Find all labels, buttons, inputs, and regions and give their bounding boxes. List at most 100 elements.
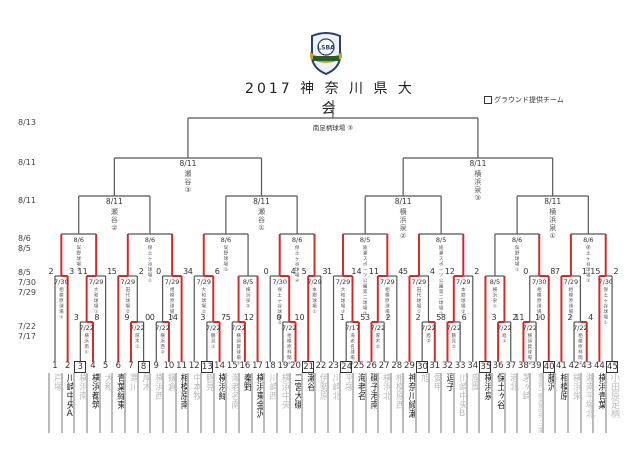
match-date: 7/29 [307, 278, 322, 286]
team-name: 海老名南 [225, 373, 239, 433]
team-name: 神奈川綾瀬 [402, 373, 416, 433]
match-date: 7/22 [130, 324, 145, 332]
team-number: 7 [128, 361, 134, 371]
team-name: 瀬谷 [301, 373, 315, 433]
round-date-label: 8/11 [18, 196, 36, 205]
team-number: 43 [581, 361, 593, 371]
team-number: 24 [340, 361, 353, 373]
team-name: 横浜北 [377, 373, 391, 433]
score: 8 [550, 267, 555, 276]
score: 11 [514, 313, 524, 322]
score: 10 [294, 313, 304, 322]
score: 11 [369, 267, 379, 276]
team-name: 藤沢 [541, 373, 556, 433]
score: 1 [340, 313, 345, 322]
team-name: 横浜東金沢 [250, 373, 265, 433]
score: 4 [398, 267, 403, 276]
round-date-label: 8/6 8/5 [18, 234, 31, 253]
legend: グラウンド提供チーム [484, 95, 564, 105]
team-number: 41 [555, 361, 567, 371]
team-number: 37 [505, 361, 517, 371]
team-name: 中本牧 [187, 373, 201, 433]
score: 5 [436, 313, 441, 322]
team-number: 8 [137, 361, 150, 373]
team-name: 川崎北 [326, 373, 341, 433]
score: 7 [555, 267, 560, 276]
match-date: 8/11 [395, 197, 412, 206]
score: 1 [582, 267, 587, 276]
match-date: 7/22 [155, 324, 170, 332]
team-name: 相模原 [554, 373, 568, 433]
team-name: 川崎西 [263, 373, 277, 433]
score: 6 [462, 313, 467, 322]
team-name: 二宮大磯 [288, 373, 303, 433]
score: 2 [139, 267, 144, 276]
score: 4 [430, 267, 435, 276]
team-number: 33 [454, 361, 466, 371]
score: 0 [145, 313, 150, 322]
team-number: 11 [176, 361, 187, 371]
team-name: 横須賀・横須賀中央・三浦 [529, 373, 543, 433]
match-date: 7/22 [421, 324, 436, 332]
team-name: 海老名 [351, 373, 366, 433]
team-number: 13 [200, 361, 213, 373]
team-name: 横浜泉 [478, 373, 492, 433]
team-number: 28 [391, 361, 403, 371]
score: 1 [107, 267, 112, 276]
team-number: 39 [530, 361, 542, 371]
score: 0 [156, 267, 161, 276]
match-date: 7/29 [196, 278, 211, 286]
lsba-logo: LSBA [306, 30, 346, 76]
score: 2 [568, 313, 573, 322]
ground-box-icon [484, 96, 492, 104]
team-number: 1 [52, 361, 58, 371]
team-number: 44 [593, 361, 605, 371]
team-name: 座間 [465, 373, 480, 433]
score: 12 [244, 313, 254, 322]
team-name: 横浜南 [73, 373, 87, 433]
team-name: 川崎中央B [453, 373, 467, 433]
round-date-label: 8/13 [18, 118, 36, 127]
score: 6 [215, 267, 220, 276]
team-number: 14 [214, 361, 225, 371]
team-number: 18 [264, 361, 276, 371]
team-name: 横浜緑 [212, 373, 227, 433]
match-date: 8/5 [436, 236, 446, 244]
round-date-label: 8/5 7/30 7/29 [18, 268, 36, 297]
score: 12 [445, 267, 455, 276]
match-date: 7/29 [380, 278, 395, 286]
team-number: 3 [74, 361, 87, 373]
score: 14 [168, 313, 178, 322]
score: 3 [322, 267, 327, 276]
match-date: 7/22 [79, 324, 94, 332]
team-number: 36 [492, 361, 504, 371]
score: 15 [590, 267, 600, 276]
score: 4 [588, 313, 593, 322]
team-number: 20 [290, 361, 301, 371]
match-date: 8/5 [360, 236, 370, 244]
team-number: 10 [163, 361, 175, 371]
match-date: 8/11 [180, 159, 197, 168]
